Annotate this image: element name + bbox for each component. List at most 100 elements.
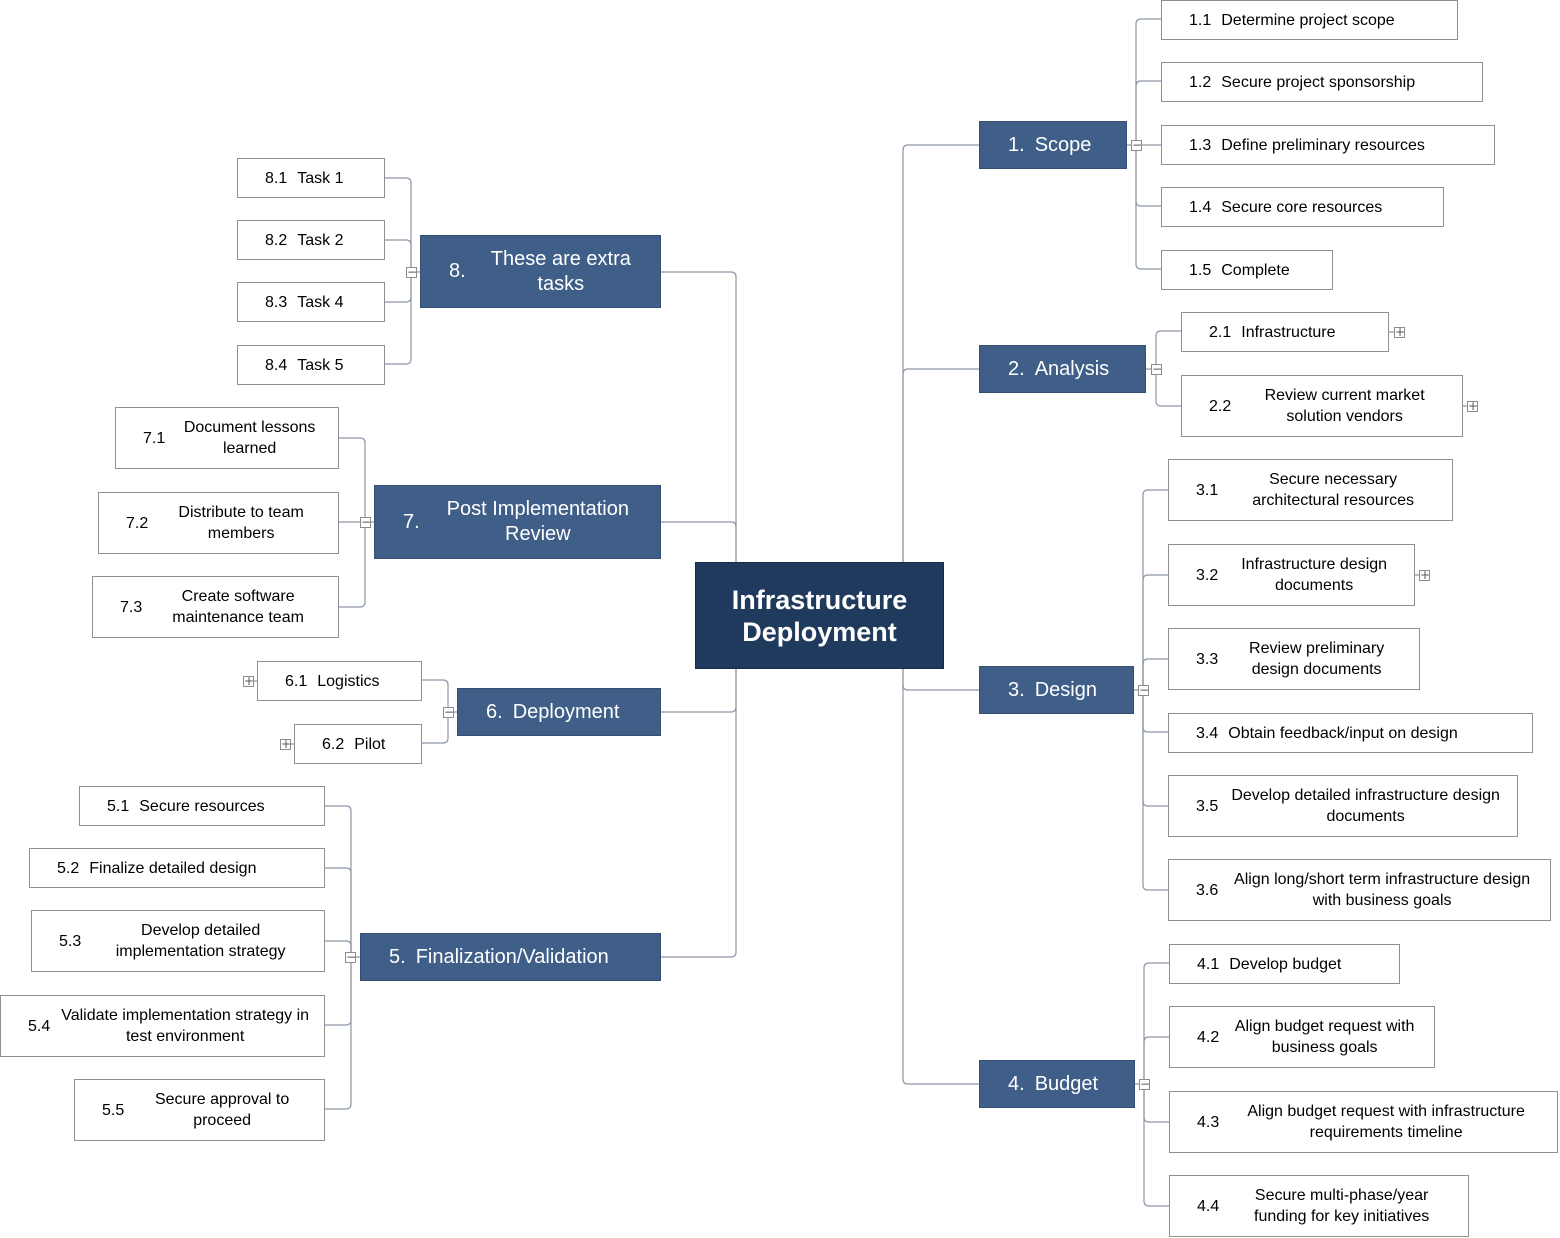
collapse-toggle-icon[interactable]: − (1151, 362, 1163, 376)
task-3-3[interactable]: 3.3 Review preliminary design documents (1168, 628, 1420, 690)
branch-label: These are extra tasks (490, 247, 631, 295)
task-label: Align budget request with business goals (1234, 1018, 1415, 1056)
expand-toggle-icon[interactable]: + (243, 674, 255, 688)
task-label: Secure approval to proceed (154, 1091, 290, 1129)
task-1-3[interactable]: 1.3 Define preliminary resources (1161, 125, 1495, 165)
task-4-1[interactable]: 4.1 Develop budget (1169, 944, 1400, 984)
branch-finalization-validation[interactable]: 5. Finalization/Validation (360, 933, 661, 981)
task-1-1[interactable]: 1.1 Determine project scope (1161, 0, 1458, 40)
task-label: Distribute to team members (178, 504, 304, 542)
task-label: Logistics (317, 672, 380, 690)
task-5-1[interactable]: 5.1 Secure resources (79, 786, 325, 826)
task-label: Task 1 (297, 169, 344, 187)
task-label: Validate implementation strategy in test… (61, 1007, 310, 1045)
task-3-2[interactable]: 3.2 Infrastructure design documents (1168, 544, 1415, 606)
task-7-1[interactable]: 7.1 Document lessons learned (115, 407, 339, 469)
task-label: Define preliminary resources (1221, 136, 1425, 154)
task-label: Task 5 (297, 356, 344, 374)
task-6-1[interactable]: 6.1 Logistics (257, 661, 422, 701)
branch-label: Budget (1034, 1072, 1099, 1095)
task-8-2[interactable]: 8.2 Task 2 (237, 220, 385, 260)
task-number: 7.1 (143, 429, 166, 447)
task-8-3[interactable]: 8.3 Task 4 (237, 282, 385, 322)
task-number: 1.5 (1189, 261, 1212, 279)
task-3-5[interactable]: 3.5 Develop detailed infrastructure desi… (1168, 775, 1518, 837)
collapse-toggle-icon[interactable]: − (1139, 1077, 1151, 1091)
task-number: 5.5 (102, 1101, 125, 1119)
task-4-2[interactable]: 4.2 Align budget request with business g… (1169, 1006, 1435, 1068)
task-7-3[interactable]: 7.3 Create software maintenance team (92, 576, 339, 638)
branch-number: 5. (389, 945, 406, 968)
central-topic-label: Infrastructure Deployment (731, 584, 908, 647)
branch-label: Analysis (1034, 357, 1110, 380)
task-1-2[interactable]: 1.2 Secure project sponsorship (1161, 62, 1483, 102)
task-4-4[interactable]: 4.4 Secure multi-phase/year funding for … (1169, 1175, 1469, 1237)
branch-number: 3. (1008, 678, 1025, 701)
task-number: 3.6 (1196, 881, 1219, 899)
branch-scope[interactable]: 1. Scope (979, 121, 1127, 169)
branch-budget[interactable]: 4. Budget (979, 1060, 1135, 1108)
task-1-5[interactable]: 1.5 Complete (1161, 250, 1333, 290)
task-2-2[interactable]: 2.2 Review current market solution vendo… (1181, 375, 1463, 437)
task-number: 6.1 (285, 672, 308, 690)
task-number: 4.3 (1197, 1113, 1220, 1131)
central-topic[interactable]: Infrastructure Deployment (695, 562, 944, 669)
branch-label: Deployment (512, 700, 620, 723)
branch-post-implementation-review[interactable]: 7. Post Implementation Review (374, 485, 661, 559)
task-5-4[interactable]: 5.4 Validate implementation strategy in … (0, 995, 325, 1057)
expand-toggle-icon[interactable]: + (1394, 325, 1406, 339)
task-3-1[interactable]: 3.1 Secure necessary architectural resou… (1168, 459, 1453, 521)
branch-deployment[interactable]: 6. Deployment (457, 688, 661, 736)
task-label: Task 2 (297, 231, 344, 249)
branch-extra-tasks[interactable]: 8. These are extra tasks (420, 235, 661, 308)
task-label: Align long/short term infrastructure des… (1234, 871, 1531, 909)
task-label: Infrastructure (1241, 323, 1336, 341)
task-label: Secure core resources (1221, 198, 1383, 216)
task-8-4[interactable]: 8.4 Task 5 (237, 345, 385, 385)
task-number: 4.2 (1197, 1028, 1220, 1046)
task-label: Finalize detailed design (89, 859, 257, 877)
branch-label: Design (1034, 678, 1097, 701)
branch-design[interactable]: 3. Design (979, 666, 1134, 714)
task-5-2[interactable]: 5.2 Finalize detailed design (29, 848, 325, 888)
expand-toggle-icon[interactable]: + (280, 737, 292, 751)
task-label: Secure multi-phase/year funding for key … (1254, 1187, 1430, 1225)
expand-toggle-icon[interactable]: + (1467, 399, 1479, 413)
collapse-toggle-icon[interactable]: − (345, 950, 357, 964)
task-5-3[interactable]: 5.3 Develop detailed implementation stra… (31, 910, 325, 972)
task-number: 4.4 (1197, 1197, 1220, 1215)
task-number: 3.1 (1196, 481, 1219, 499)
task-3-6[interactable]: 3.6 Align long/short term infrastructure… (1168, 859, 1551, 921)
task-number: 1.1 (1189, 11, 1212, 29)
expand-toggle-icon[interactable]: + (1419, 568, 1431, 582)
task-number: 1.3 (1189, 136, 1212, 154)
task-7-2[interactable]: 7.2 Distribute to team members (98, 492, 339, 554)
task-number: 3.3 (1196, 650, 1219, 668)
task-number: 8.4 (265, 356, 288, 374)
task-5-5[interactable]: 5.5 Secure approval to proceed (74, 1079, 325, 1141)
collapse-toggle-icon[interactable]: − (1138, 683, 1150, 697)
task-number: 5.1 (107, 797, 130, 815)
task-1-4[interactable]: 1.4 Secure core resources (1161, 187, 1444, 227)
collapse-toggle-icon[interactable]: − (443, 705, 455, 719)
branch-number: 1. (1008, 133, 1025, 156)
task-label: Secure necessary architectural resources (1252, 471, 1415, 509)
collapse-toggle-icon[interactable]: − (406, 265, 418, 279)
task-4-3[interactable]: 4.3 Align budget request with infrastruc… (1169, 1091, 1558, 1153)
task-number: 1.4 (1189, 198, 1212, 216)
branch-number: 7. (403, 510, 420, 533)
task-2-1[interactable]: 2.1 Infrastructure (1181, 312, 1389, 352)
collapse-toggle-icon[interactable]: − (1131, 138, 1143, 152)
branch-number: 6. (486, 700, 503, 723)
task-number: 7.3 (120, 598, 143, 616)
task-3-4[interactable]: 3.4 Obtain feedback/input on design (1168, 713, 1533, 753)
task-number: 3.2 (1196, 566, 1219, 584)
collapse-toggle-icon[interactable]: − (360, 515, 372, 529)
task-8-1[interactable]: 8.1 Task 1 (237, 158, 385, 198)
task-6-2[interactable]: 6.2 Pilot (294, 724, 422, 764)
branch-analysis[interactable]: 2. Analysis (979, 345, 1146, 393)
branch-label: Finalization/Validation (415, 945, 609, 968)
task-label: Secure project sponsorship (1221, 73, 1416, 91)
task-label: Develop detailed implementation strategy (115, 922, 286, 960)
